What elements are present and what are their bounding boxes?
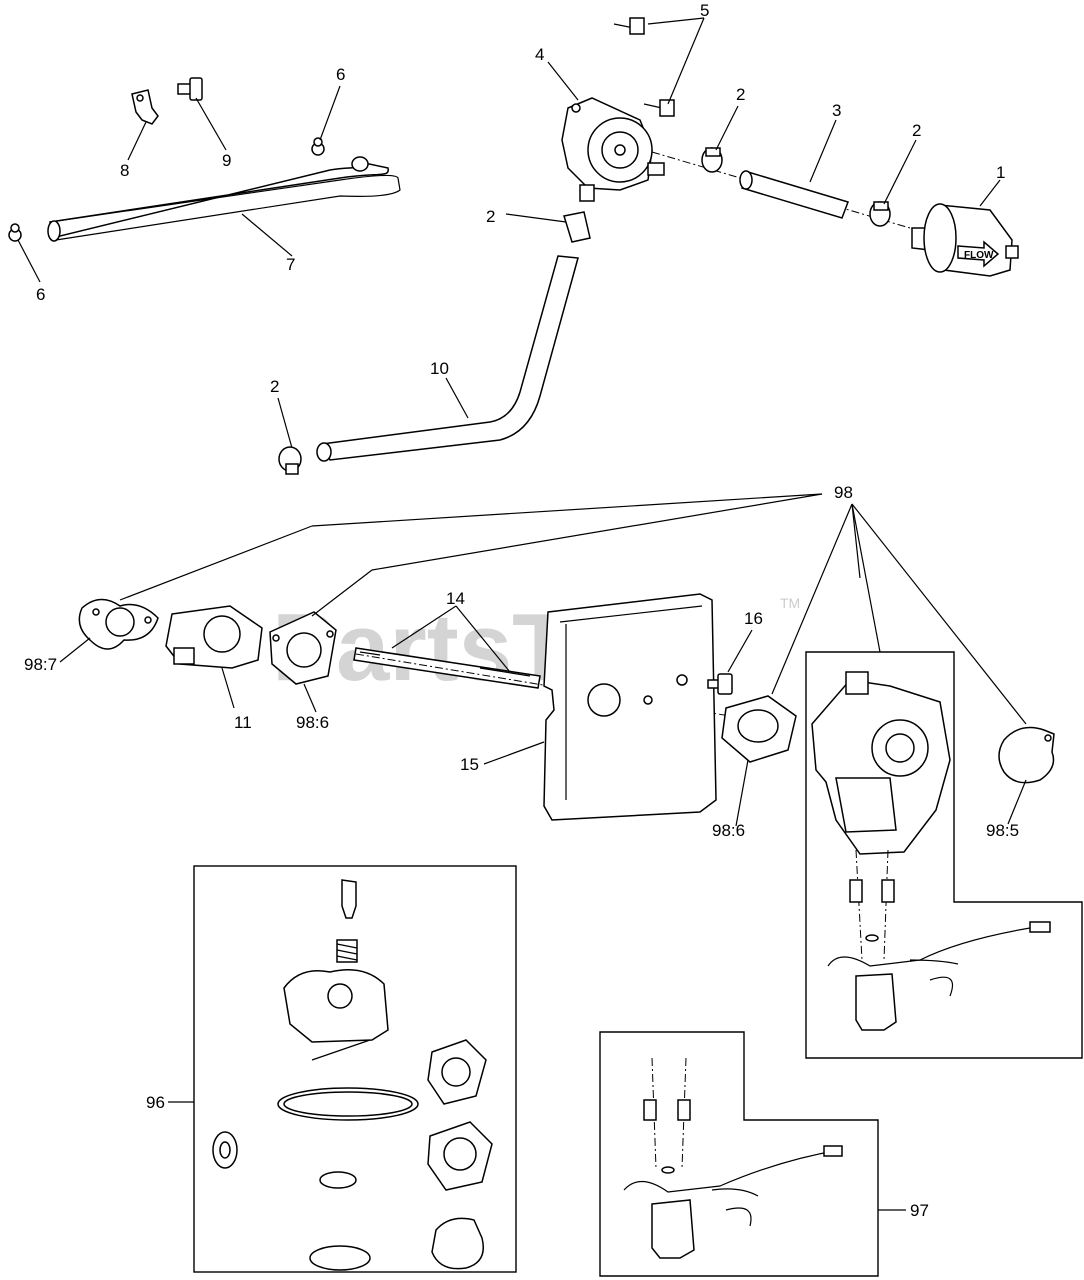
screw-9[interactable] <box>177 77 203 101</box>
callout-10[interactable]: 10 <box>430 359 449 378</box>
screw-5a[interactable] <box>613 17 645 35</box>
fuel-solenoid-box-97 <box>599 1031 879 1277</box>
leader-lines <box>17 17 1027 1211</box>
callout-8[interactable]: 8 <box>120 161 129 180</box>
callout-11[interactable]: 11 <box>234 713 252 732</box>
hose-clamp-6b[interactable] <box>311 137 325 156</box>
fuel-hose-10[interactable] <box>316 255 579 462</box>
flow-arrow-label: FLOW <box>964 250 994 261</box>
insulator-11[interactable] <box>165 605 263 669</box>
repair-kit-96-parts[interactable] <box>212 879 493 1271</box>
fuel-hose-7[interactable] <box>47 156 401 242</box>
hose-clamp-2b[interactable] <box>869 201 891 227</box>
hose-clamp-2a[interactable] <box>701 147 723 173</box>
callout-5[interactable]: 5 <box>700 1 709 20</box>
fuel-solenoid-97[interactable] <box>623 1057 843 1259</box>
stud-14[interactable] <box>353 647 541 689</box>
callout-4[interactable]: 4 <box>535 45 544 64</box>
callout-16[interactable]: 16 <box>744 609 763 628</box>
callout-14[interactable]: 14 <box>446 589 465 608</box>
gasket-98-5[interactable] <box>998 726 1055 784</box>
callout-15[interactable]: 15 <box>460 755 479 774</box>
callout-2b[interactable]: 2 <box>912 121 921 140</box>
callout-labels: 1 2 2 2 2 3 4 5 6 6 7 8 9 10 11 14 15 16… <box>24 1 1019 1220</box>
fuel-filter-1[interactable]: FLOW <box>911 203 1019 277</box>
callout-7[interactable]: 7 <box>286 255 295 274</box>
watermark-trademark: TM <box>780 595 800 611</box>
callout-96[interactable]: 96 <box>146 1093 165 1112</box>
repair-kit-box-96 <box>193 865 517 1273</box>
carburetor-assembly[interactable] <box>811 671 1051 1031</box>
callout-98[interactable]: 98 <box>834 483 853 502</box>
callout-2d[interactable]: 2 <box>270 377 279 396</box>
hose-clamp-6a[interactable] <box>8 223 22 242</box>
carburetor-detail-box <box>805 651 1083 1059</box>
heat-shield-15[interactable] <box>543 593 717 821</box>
callout-3[interactable]: 3 <box>832 101 841 120</box>
clip-bracket-8[interactable] <box>131 89 159 125</box>
callout-2c[interactable]: 2 <box>486 207 495 226</box>
callout-9[interactable]: 9 <box>222 151 231 170</box>
screw-5b[interactable] <box>643 99 675 117</box>
callout-6a[interactable]: 6 <box>336 65 345 84</box>
gasket-98-7[interactable] <box>78 598 159 650</box>
gasket-98-6a[interactable] <box>269 611 337 685</box>
gasket-98-6b[interactable] <box>721 695 797 763</box>
hose-clamp-2d[interactable] <box>278 446 302 475</box>
callout-6b[interactable]: 6 <box>36 285 45 304</box>
screw-16[interactable] <box>707 673 733 695</box>
fuel-hose-3[interactable] <box>739 170 849 219</box>
callout-98-6a[interactable]: 98:6 <box>296 713 329 732</box>
hose-clamp-2c[interactable] <box>563 211 591 243</box>
callout-98-7[interactable]: 98:7 <box>24 655 57 674</box>
callout-98-6b[interactable]: 98:6 <box>712 821 745 840</box>
fuel-pump-4[interactable] <box>561 97 665 202</box>
callout-2a[interactable]: 2 <box>736 85 745 104</box>
callout-98-5[interactable]: 98:5 <box>986 821 1019 840</box>
callout-1[interactable]: 1 <box>996 163 1005 182</box>
callout-97[interactable]: 97 <box>910 1201 929 1220</box>
